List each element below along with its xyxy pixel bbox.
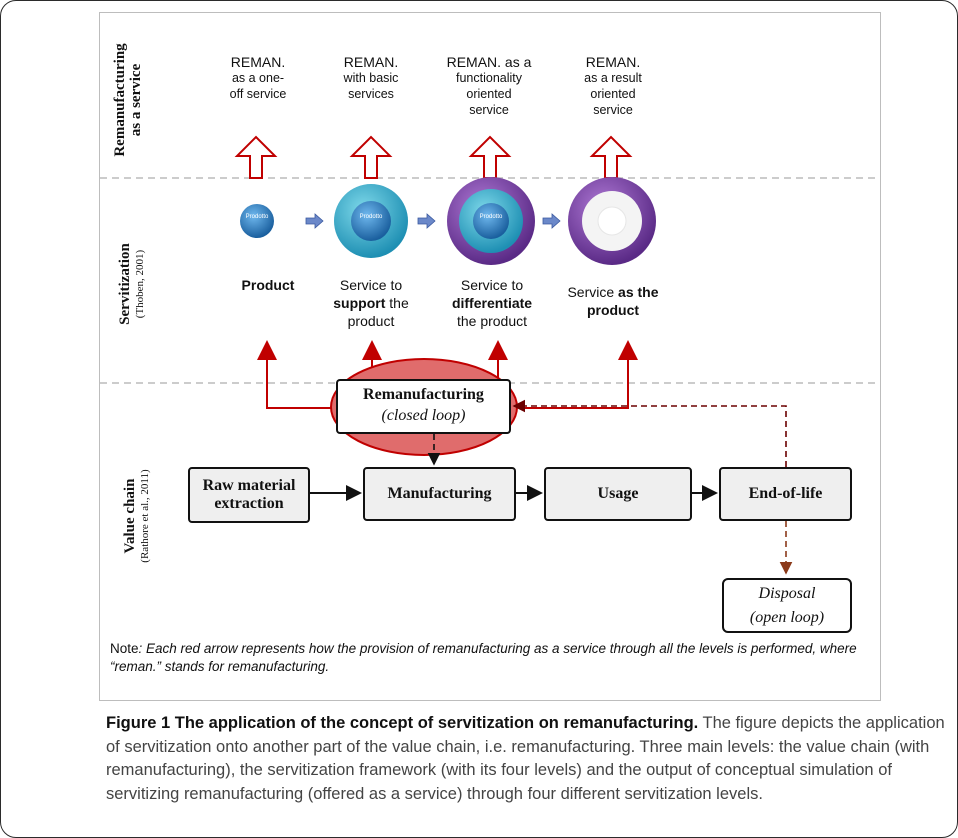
level-label-top: Remanufacturing as a service — [112, 43, 144, 157]
circle-core-label: Prodotto — [479, 214, 503, 220]
hollow-arrow-up-icon — [349, 135, 393, 179]
end-of-life-box: End-of-life — [719, 467, 852, 521]
level-label-bottom: Value chain (Rathore et al., 2011) — [122, 469, 151, 563]
product-circle-icon — [240, 204, 274, 238]
hollow-arrow-up-icon — [468, 135, 512, 179]
figure-caption: Figure 1 The application of the concept … — [106, 714, 945, 803]
red-provision-arrows — [257, 340, 638, 409]
circle-core-label: Prodotto — [245, 214, 269, 220]
servitization-flow-arrows — [305, 213, 561, 229]
figure-note: Note: Each red arrow represents how the … — [110, 641, 857, 674]
reman-service-1: REMAN. as a one-off service — [229, 54, 287, 101]
hollow-arrow-up-icon — [589, 135, 633, 179]
circle-core-label: Prodotto — [359, 214, 383, 220]
hollow-arrow-up-icon — [234, 135, 278, 179]
remanufacturing-box: Remanufacturing (closed loop) — [336, 379, 511, 434]
disposal-box: Disposal(open loop) — [722, 578, 852, 633]
servitization-circles — [240, 177, 656, 265]
usage-box: Usage — [544, 467, 692, 521]
hollow-red-arrows — [234, 135, 633, 179]
closed-loop-arrows — [427, 399, 793, 575]
stage-product: Product — [241, 277, 295, 293]
manufacturing-box: Manufacturing — [363, 467, 516, 521]
level-label-middle: Servitization (Thoben, 2001) — [117, 243, 146, 325]
